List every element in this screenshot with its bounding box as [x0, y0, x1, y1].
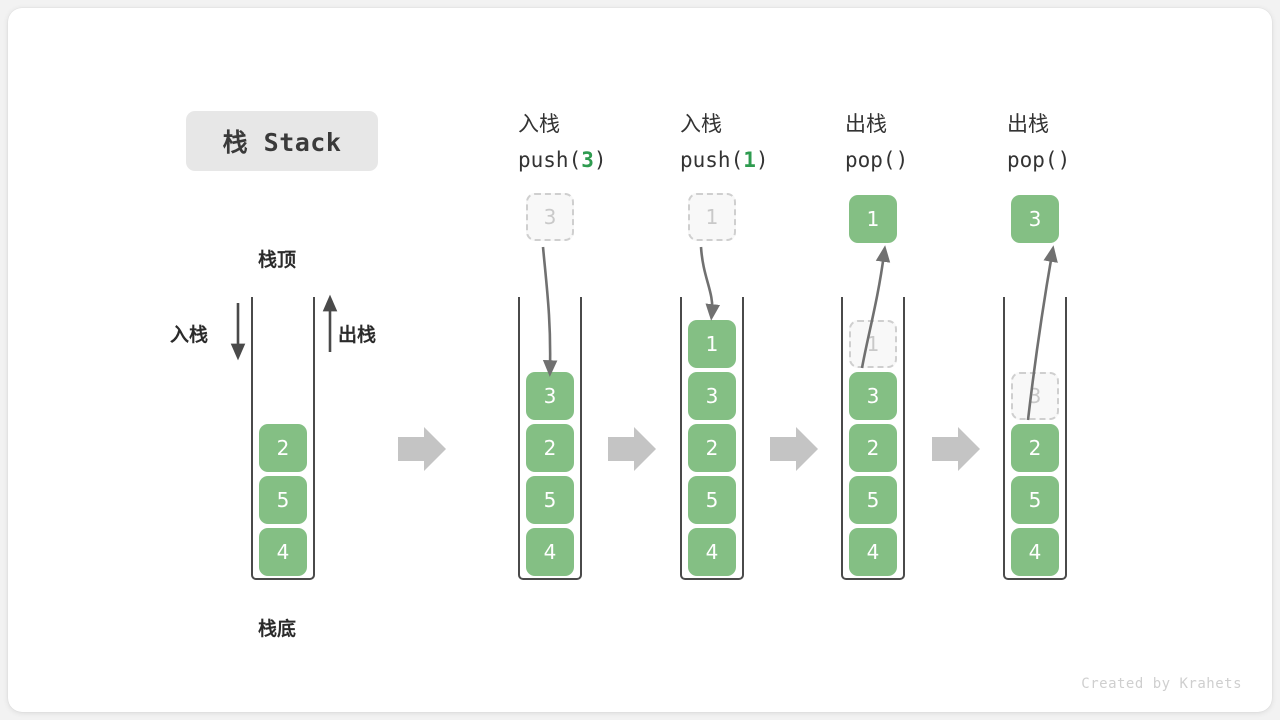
stack-cell: 3	[688, 372, 736, 420]
op-code-value: 1	[743, 148, 756, 172]
stack-cell: 2	[849, 424, 897, 472]
op-title-push-1: 入栈	[680, 112, 722, 136]
stack-cell: 4	[259, 528, 307, 576]
op-title-push-3: 入栈	[518, 112, 560, 136]
stack-cell: 5	[1011, 476, 1059, 524]
popped-cell: 3	[1011, 195, 1059, 243]
op-code-value: 3	[581, 148, 594, 172]
stack-cell: 4	[849, 528, 897, 576]
stack-top-label: 栈顶	[258, 249, 297, 271]
op-code-suffix: )	[755, 148, 769, 172]
stack-cell: 2	[688, 424, 736, 472]
stack-cell: 3	[526, 372, 574, 420]
op-title-pop-3: 出栈	[1007, 112, 1049, 136]
op-title-pop-1: 出栈	[845, 112, 887, 136]
stack-cell: 5	[688, 476, 736, 524]
op-code-suffix: )	[1057, 148, 1071, 172]
op-code-suffix: )	[895, 148, 909, 172]
stack-container-pop-1	[841, 297, 905, 580]
stack-cell: 2	[259, 424, 307, 472]
op-code-suffix: )	[593, 148, 607, 172]
op-code-prefix: push(	[680, 148, 744, 172]
stack-cell: 4	[688, 528, 736, 576]
stack-container-initial	[251, 297, 315, 580]
stack-container-pop-3	[1003, 297, 1067, 580]
op-code-push-1: push(1)	[680, 142, 769, 178]
op-code-prefix: pop(	[845, 148, 896, 172]
stack-bottom-label: 栈底	[258, 618, 297, 640]
stack-cell-ghost: 1	[849, 320, 897, 368]
op-code-pop-1: pop()	[845, 142, 908, 178]
popped-cell: 1	[849, 195, 897, 243]
stack-cell: 5	[526, 476, 574, 524]
stack-cell: 5	[849, 476, 897, 524]
stack-cell: 4	[526, 528, 574, 576]
credit-watermark: Created by Krahets	[1081, 676, 1242, 692]
stack-cell: 2	[526, 424, 574, 472]
op-code-pop-3: pop()	[1007, 142, 1070, 178]
stack-cell-ghost: 3	[1011, 372, 1059, 420]
stack-cell: 2	[1011, 424, 1059, 472]
op-code-prefix: pop(	[1007, 148, 1058, 172]
push-side-label: 入栈	[170, 324, 209, 346]
op-code-prefix: push(	[518, 148, 582, 172]
stack-cell: 4	[1011, 528, 1059, 576]
pending-push-cell: 3	[526, 193, 574, 241]
stack-container-push-3	[518, 297, 582, 580]
diagram-title-chip: 栈 Stack	[186, 111, 378, 171]
op-code-push-3: push(3)	[518, 142, 607, 178]
stack-cell: 1	[688, 320, 736, 368]
stack-container-push-1	[680, 297, 744, 580]
pending-push-cell: 1	[688, 193, 736, 241]
pop-side-label: 出栈	[338, 324, 377, 346]
stack-cell: 3	[849, 372, 897, 420]
stack-cell: 5	[259, 476, 307, 524]
